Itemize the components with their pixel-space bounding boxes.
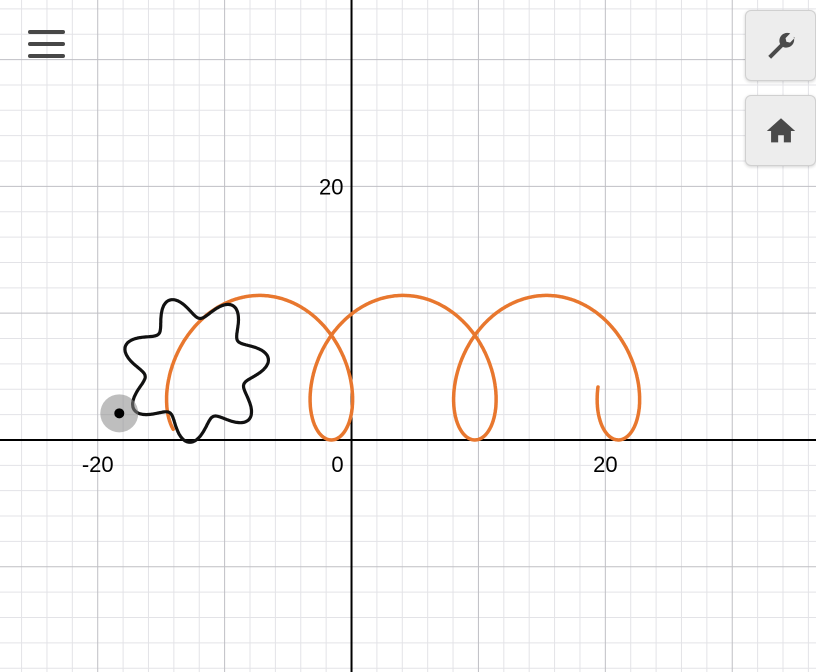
- home-icon: [766, 117, 795, 142]
- curves: [100, 293, 642, 444]
- y-tick-label: 20: [319, 174, 343, 199]
- hamburger-icon-bar: [28, 54, 65, 58]
- x-tick-label: -20: [82, 452, 114, 477]
- drag-handle-point[interactable]: [114, 408, 125, 419]
- trochoid-curve: [164, 293, 642, 442]
- x-tick-label: 0: [331, 452, 343, 477]
- hamburger-icon-bar: [28, 42, 65, 46]
- x-tick-label: 20: [593, 452, 617, 477]
- hamburger-icon-bar: [28, 30, 65, 34]
- wrench-icon: [767, 32, 795, 59]
- rolling-gear-curve: [123, 298, 270, 444]
- home-button[interactable]: [745, 95, 816, 166]
- tick-labels: -20 0 20 20: [82, 174, 618, 477]
- settings-button[interactable]: [745, 10, 816, 81]
- menu-button[interactable]: [22, 24, 70, 68]
